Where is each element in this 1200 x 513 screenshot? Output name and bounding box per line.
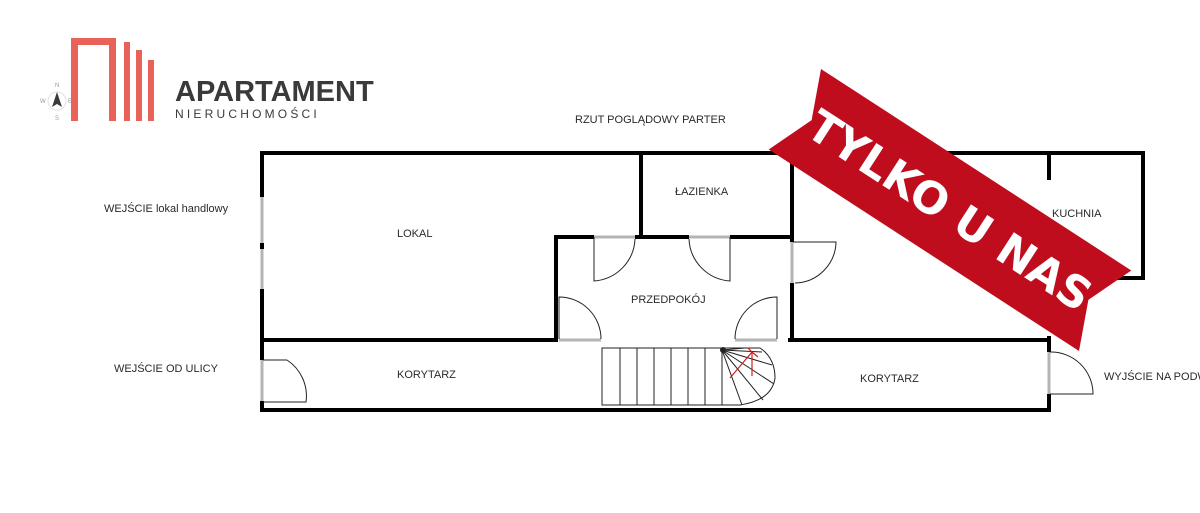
room-korytarz-right: KORYTARZ xyxy=(860,373,919,385)
label-exit-yard: WYJŚCIE NA PODWÓRKO xyxy=(1104,370,1200,383)
compass-s: S xyxy=(55,116,59,122)
room-lazienka: ŁAZIENKA xyxy=(675,186,729,198)
plan-title: RZUT POGLĄDOWY PARTER xyxy=(575,114,726,126)
stairs-arrow-icon xyxy=(729,347,759,379)
staircase xyxy=(601,347,776,406)
door-swings xyxy=(263,237,1094,403)
compass-icon: N E S W xyxy=(40,83,72,122)
compass-w: W xyxy=(40,99,46,105)
building-bars-icon xyxy=(71,38,154,121)
room-lokal: LOKAL xyxy=(397,228,432,240)
label-entrance-shop: WEJŚCIE lokal handlowy xyxy=(104,202,229,215)
windows xyxy=(260,197,1051,401)
logo-tagline: NIERUCHOMOŚCI xyxy=(175,106,320,121)
room-przedpokoj: PRZEDPOKÓJ xyxy=(631,293,706,306)
compass-e: E xyxy=(68,99,72,105)
room-korytarz-left: KORYTARZ xyxy=(397,369,456,381)
room-kuchnia: KUCHNIA xyxy=(1052,208,1102,220)
label-entrance-street: WEJŚCIE OD ULICY xyxy=(114,362,219,375)
company-logo: N E S W APARTAMENT NIERUCHOMOŚCI xyxy=(40,38,374,122)
logo-name: APARTAMENT xyxy=(175,76,374,108)
compass-n: N xyxy=(55,83,59,89)
